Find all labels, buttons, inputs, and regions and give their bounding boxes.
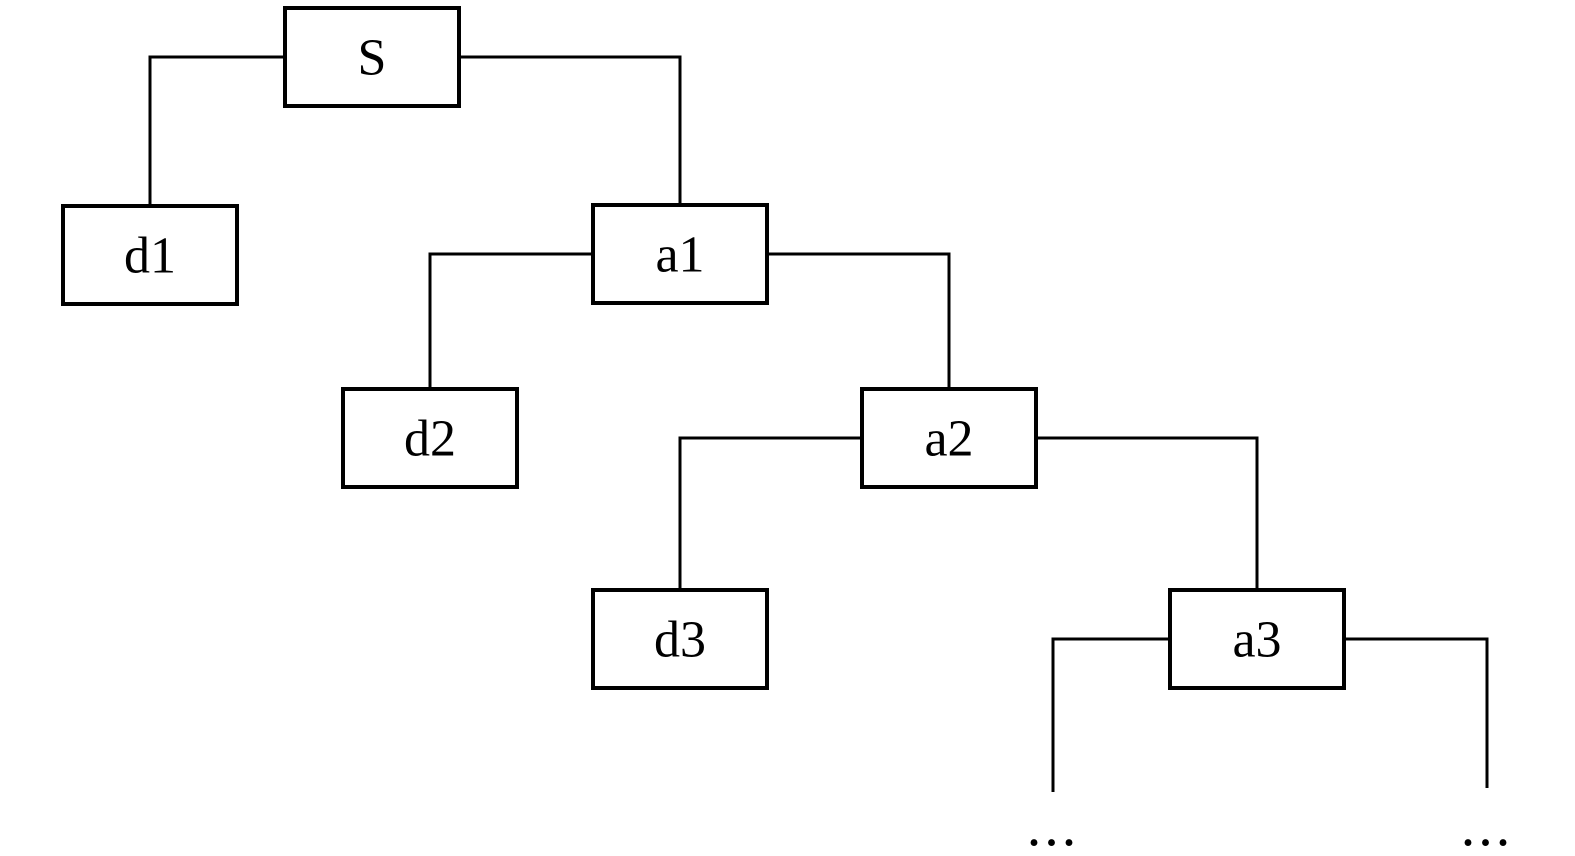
node-box-S bbox=[283, 6, 461, 108]
edge-a2-d3 bbox=[678, 436, 862, 590]
continuation-ellipsis-right: ... bbox=[1461, 793, 1514, 856]
node-label-d3: d3 bbox=[654, 612, 706, 669]
node-label-d2: d2 bbox=[404, 411, 456, 468]
continuation-ellipsis-left: ... bbox=[1027, 793, 1080, 856]
edge-S-d1 bbox=[148, 55, 285, 206]
edge-S-a1 bbox=[459, 55, 682, 205]
node-box-a1 bbox=[591, 203, 769, 305]
edge-a1-a2 bbox=[767, 252, 951, 389]
node-label-S: S bbox=[358, 30, 387, 87]
edge-a1-d2 bbox=[428, 252, 593, 389]
edge-a3-right-continuation bbox=[1344, 637, 1489, 788]
node-label-a3: a3 bbox=[1232, 612, 1281, 669]
edge-a3-left-continuation bbox=[1051, 637, 1170, 792]
node-label-a1: a1 bbox=[655, 227, 704, 284]
node-box-a2 bbox=[860, 387, 1038, 489]
node-label-a2: a2 bbox=[924, 411, 973, 468]
node-box-d1 bbox=[61, 204, 239, 306]
node-box-a3 bbox=[1168, 588, 1346, 690]
node-box-d2 bbox=[341, 387, 519, 489]
node-box-d3 bbox=[591, 588, 769, 690]
node-label-d1: d1 bbox=[124, 228, 176, 285]
edge-a2-a3 bbox=[1036, 436, 1259, 590]
